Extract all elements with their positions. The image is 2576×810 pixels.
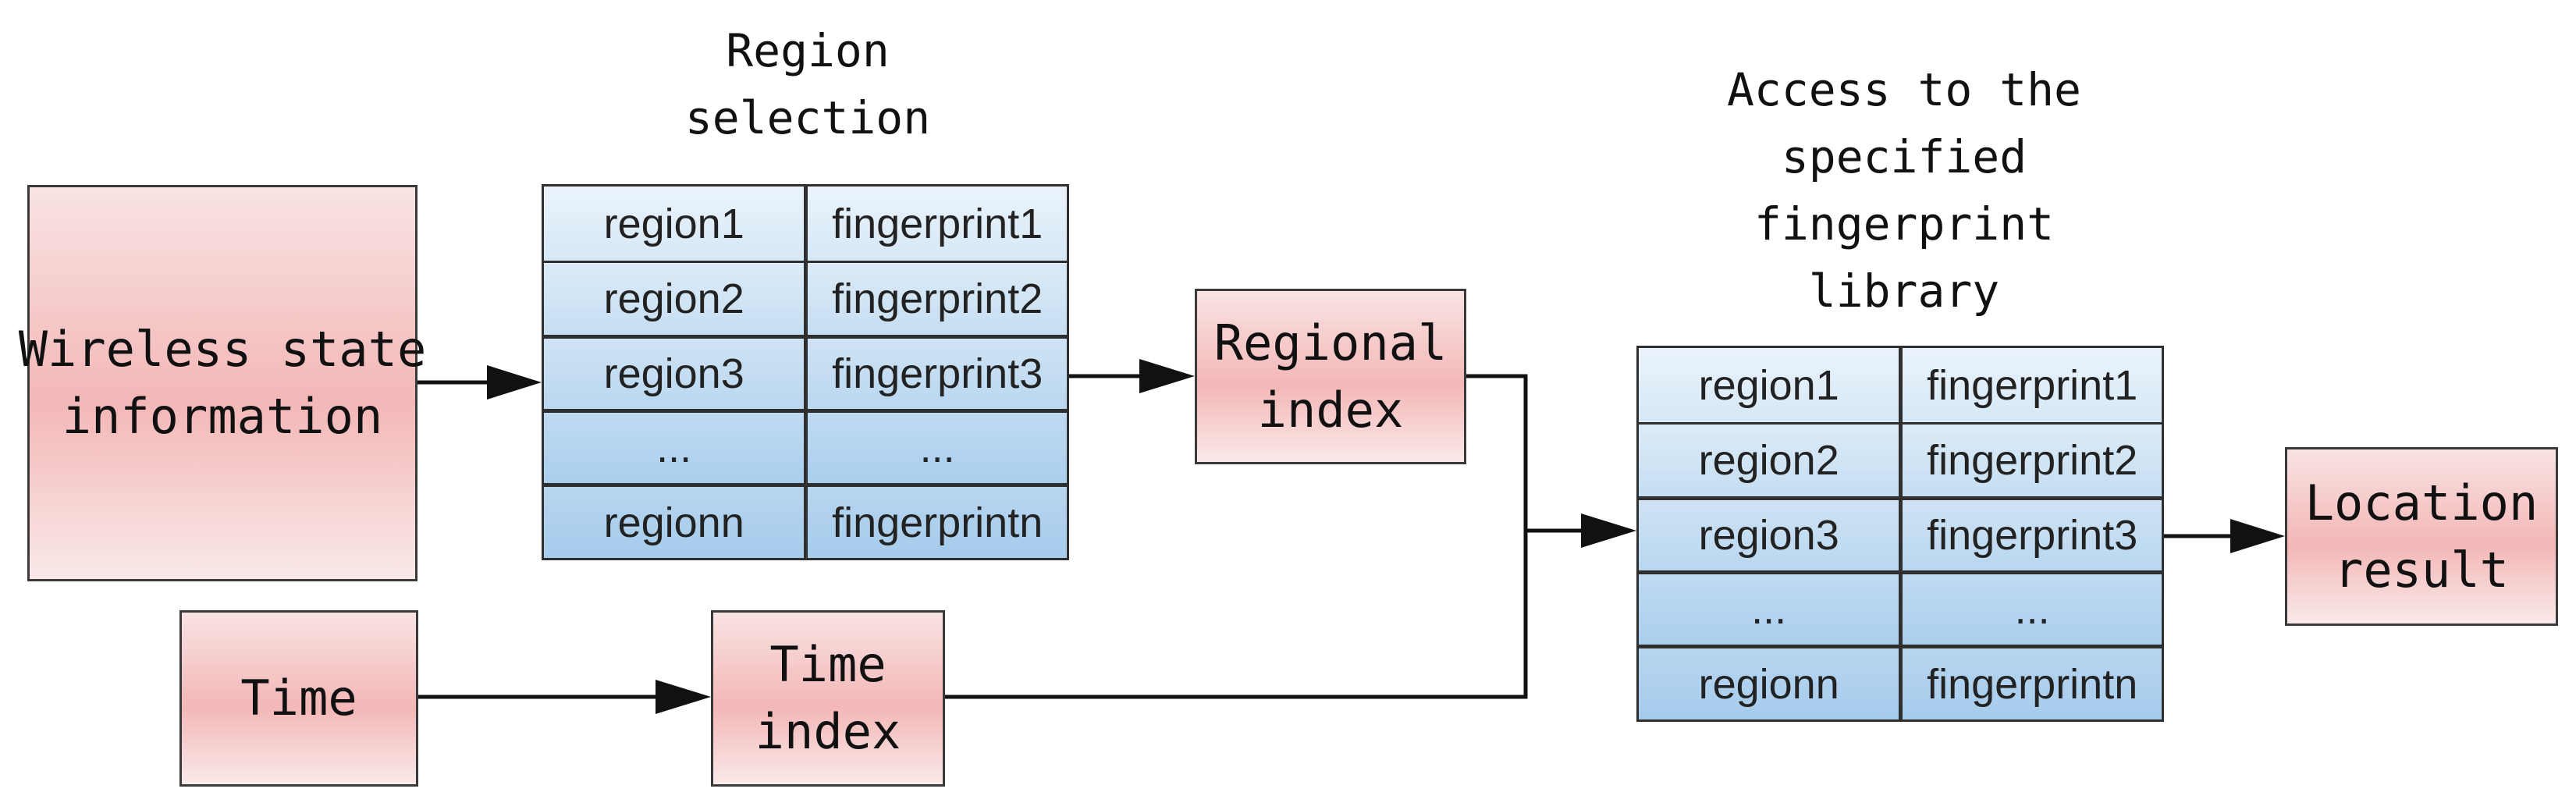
box-label-line: Wireless state <box>18 321 427 378</box>
connector-time-index-to-merge <box>945 531 1528 699</box>
caption-line: Access to the <box>1727 63 2081 116</box>
table-row: ... ... <box>544 409 1067 483</box>
region-cell: region3 <box>1639 500 1903 570</box>
table-row: region3 fingerprint3 <box>1639 496 2162 570</box>
caption-line: specified <box>1781 130 2027 183</box>
region-cell: region2 <box>544 263 808 335</box>
fingerprint-cell: fingerprint1 <box>1927 361 2138 409</box>
fingerprint-cell: fingerprint3 <box>832 350 1043 397</box>
caption-line: fingerprint <box>1753 197 2055 250</box>
table-row: regionn fingerprintn <box>544 483 1067 558</box>
region-fingerprint-table-right: region1 fingerprint1 region2 fingerprint… <box>1636 346 2164 722</box>
table-row: ... ... <box>1639 570 2162 645</box>
connector-regional-index-to-merge <box>1466 374 1528 531</box>
arrowhead-icon <box>1139 359 1195 393</box>
region-cell: region1 <box>1639 348 1903 422</box>
fingerprint-cell: fingerprintn <box>832 499 1043 546</box>
regional-index-box: Regional index <box>1195 289 1466 464</box>
table-row: region2 fingerprint2 <box>1639 422 2162 496</box>
region-cell: regionn <box>1639 648 1903 719</box>
box-label-line: Location <box>2304 474 2539 531</box>
fingerprint-cell: ... <box>919 425 955 471</box>
table-row: region2 fingerprint2 <box>544 261 1067 335</box>
box-label-line: Time <box>240 670 357 727</box>
fingerprint-cell: fingerprint2 <box>832 275 1043 322</box>
box-label-line: Time <box>769 636 886 693</box>
fingerprint-cell: fingerprint3 <box>1927 512 2138 559</box>
table-row: region3 fingerprint3 <box>544 335 1067 409</box>
region-fingerprint-table-left: region1 fingerprint1 region2 fingerprint… <box>542 184 1069 560</box>
caption-line: selection <box>684 91 931 144</box>
arrowhead-icon <box>656 680 711 714</box>
box-label-line: result <box>2334 541 2509 599</box>
fingerprint-cell: fingerprintn <box>1927 660 2138 708</box>
time-box: Time <box>179 610 418 787</box>
caption-region-selection: Region selection <box>648 17 968 151</box>
box-label-line: index <box>755 703 901 760</box>
arrowhead-icon <box>1581 513 1636 548</box>
box-label-line: Regional <box>1213 314 1448 371</box>
region-cell: region3 <box>544 339 808 409</box>
location-result-box: Location result <box>2285 447 2558 626</box>
box-label-line: information <box>62 388 383 445</box>
region-cell: region2 <box>1639 425 1903 496</box>
region-cell: ... <box>1639 574 1903 645</box>
arrowhead-icon <box>2230 519 2285 553</box>
caption-line: Region <box>726 24 890 77</box>
box-label-line: index <box>1257 381 1404 439</box>
table-row: regionn fingerprintn <box>1639 645 2162 719</box>
caption-line: library <box>1808 265 2000 318</box>
region-cell: regionn <box>544 487 808 558</box>
arrowhead-icon <box>487 365 542 400</box>
table-row: region1 fingerprint1 <box>544 187 1067 261</box>
time-index-box: Time index <box>711 610 945 787</box>
region-cell: region1 <box>544 187 808 261</box>
fingerprint-cell: fingerprint2 <box>1927 437 2138 484</box>
region-cell: ... <box>544 413 808 483</box>
wireless-state-information-box: Wireless state information <box>19 185 426 581</box>
caption-access-fingerprint-library: Access to the specified fingerprint libr… <box>1686 56 2123 325</box>
fingerprint-cell: ... <box>2014 586 2050 633</box>
fingerprint-cell: fingerprint1 <box>832 200 1043 247</box>
table-row: region1 fingerprint1 <box>1639 348 2162 422</box>
